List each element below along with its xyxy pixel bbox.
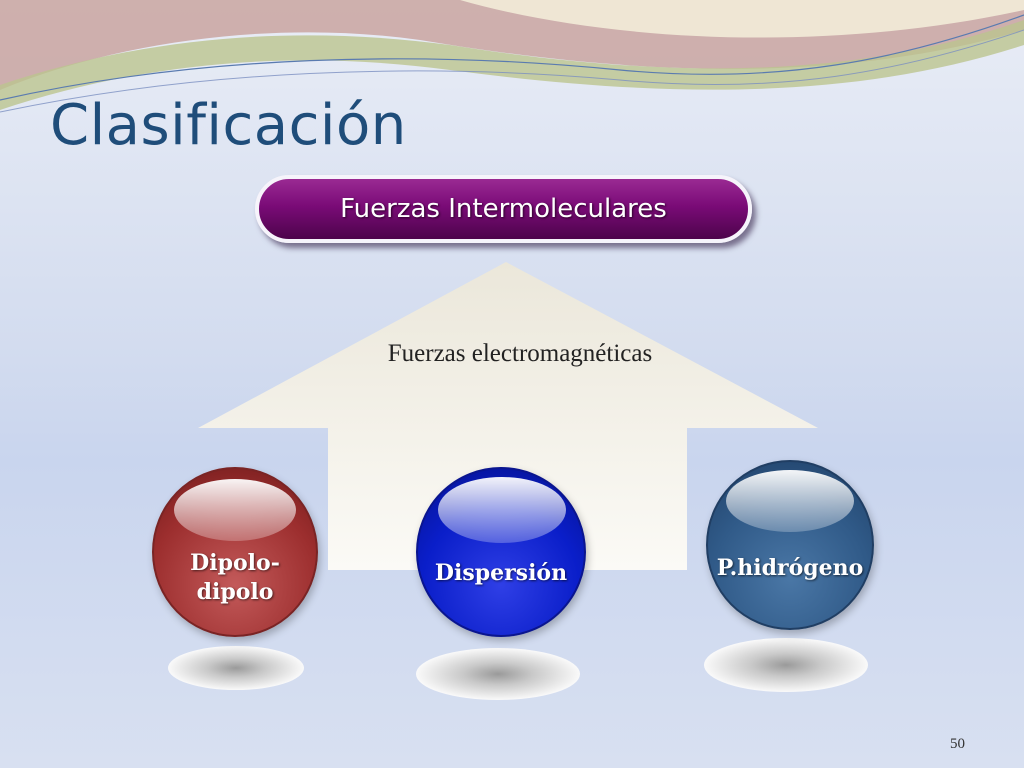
sphere-highlight <box>438 477 566 543</box>
up-arrow-shape <box>198 262 818 570</box>
banner-intermolecular-forces: Fuerzas Intermoleculares <box>255 175 752 243</box>
sphere-label: Dispersión <box>434 560 568 586</box>
arrow-label: Fuerzas electromagnéticas <box>387 340 653 367</box>
sphere-highlight <box>174 479 296 541</box>
sphere-shadow <box>704 638 868 692</box>
sphere-shadow <box>416 648 580 700</box>
slide-title: Clasificación <box>50 93 407 158</box>
banner-label: Fuerzas Intermoleculares <box>340 194 667 224</box>
sphere-label: Dipolo- dipolo <box>190 550 280 605</box>
sphere-dipolo-dipolo: Dipolo- dipolo <box>152 467 318 637</box>
sphere-shadow <box>168 646 304 690</box>
header-decoration <box>0 0 1024 113</box>
sphere-label: P.hidrógeno <box>716 555 864 581</box>
sphere-highlight <box>726 470 854 532</box>
page-number: 50 <box>950 736 965 752</box>
sphere-dispersion: Dispersión <box>416 467 586 637</box>
sphere-p-hidrogeno: P.hidrógeno <box>706 460 874 630</box>
